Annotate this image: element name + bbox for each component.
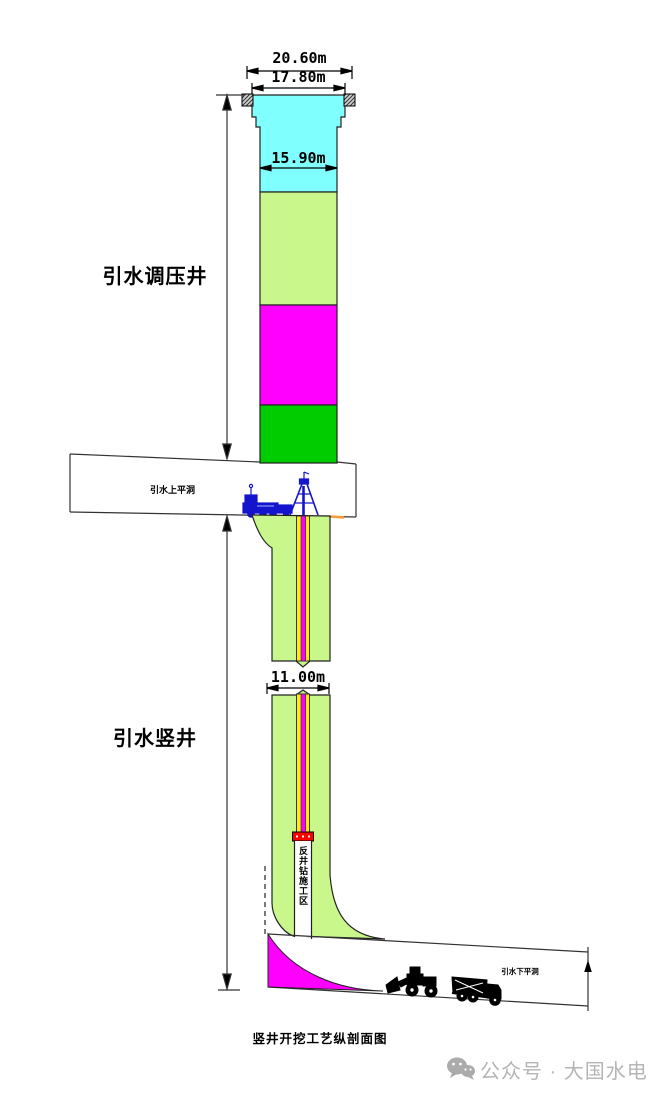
muck-pile (267, 932, 384, 992)
shaft-lower-excavation (271, 689, 386, 940)
upper-adit-label: 引水上平洞 (149, 485, 195, 495)
dim-label-surge-diameter: 15.90m (271, 149, 326, 167)
dim-shaft-diameter (266, 683, 330, 694)
dim-surge-diameter (259, 164, 338, 172)
loader-rear (422, 976, 437, 987)
surge-shaft-height-arrow (216, 92, 244, 462)
surge-shaft-stage-magenta (259, 304, 338, 406)
collar-anchor-right (343, 93, 356, 107)
surge-shaft-label: 引水调压井 (102, 266, 208, 288)
loader-cab (409, 966, 421, 976)
raise-bore-zone-label: 反井钻施工区 (298, 846, 308, 906)
wheel-loader (385, 966, 438, 998)
figure-caption: 竖井开挖工艺纵剖面图 (252, 1032, 388, 1046)
reamer-bit-dot (295, 835, 299, 838)
shaft-upper-excavation (251, 514, 331, 668)
dim-collar-inner (251, 83, 346, 94)
loader-bucket (385, 976, 401, 994)
loader-body (406, 973, 424, 986)
diversion-shaft-label: 引水竖井 (113, 728, 197, 750)
raise-bored-hole-walls (293, 841, 313, 939)
reamer-bit-dot (301, 835, 305, 838)
dim-label-collar-outer: 20.60m (272, 49, 327, 67)
surge-shaft-stage-green (259, 404, 338, 464)
lower-adit-outline (267, 933, 589, 1011)
pilot-hole-upper-magenta (300, 515, 306, 662)
reamer-bit-dot (307, 835, 311, 838)
dim-label-collar-inner: 17.80m (271, 68, 326, 86)
collar-anchor-blocks (241, 93, 356, 107)
shaft-upper-segment (251, 514, 331, 668)
upper-adit-roof-left (69, 453, 261, 463)
diversion-shaft-height-arrow (218, 513, 240, 992)
surge-shaft-stage-lightgreen (259, 191, 338, 306)
watermark: 公众号 · 大国水电 (480, 1055, 648, 1084)
dim-collar-outer (246, 66, 353, 79)
shaft-lower-segment (264, 689, 386, 940)
dump-truck (451, 976, 502, 1006)
watermark-text: 公众号 · 大国水电 (480, 1061, 648, 1083)
collar-anchor-left (241, 93, 254, 107)
wechat-icon (447, 1057, 475, 1080)
raise-bored-hole (294, 841, 312, 937)
upper-adit-roof-right (336, 461, 357, 465)
surge-shaft-cyan-lining (251, 94, 346, 193)
floor-marker-orange (330, 515, 345, 519)
lower-adit-roof (267, 933, 589, 953)
surge-shaft-column (251, 94, 346, 464)
lower-adit-label: 引水下平洞 (501, 967, 539, 976)
lower-adit-direction-arrow (584, 960, 592, 972)
pilot-hole-lower-magenta (300, 693, 306, 833)
dim-label-shaft-diameter: 11.00m (270, 668, 326, 686)
raise-boring-rig (242, 471, 319, 518)
